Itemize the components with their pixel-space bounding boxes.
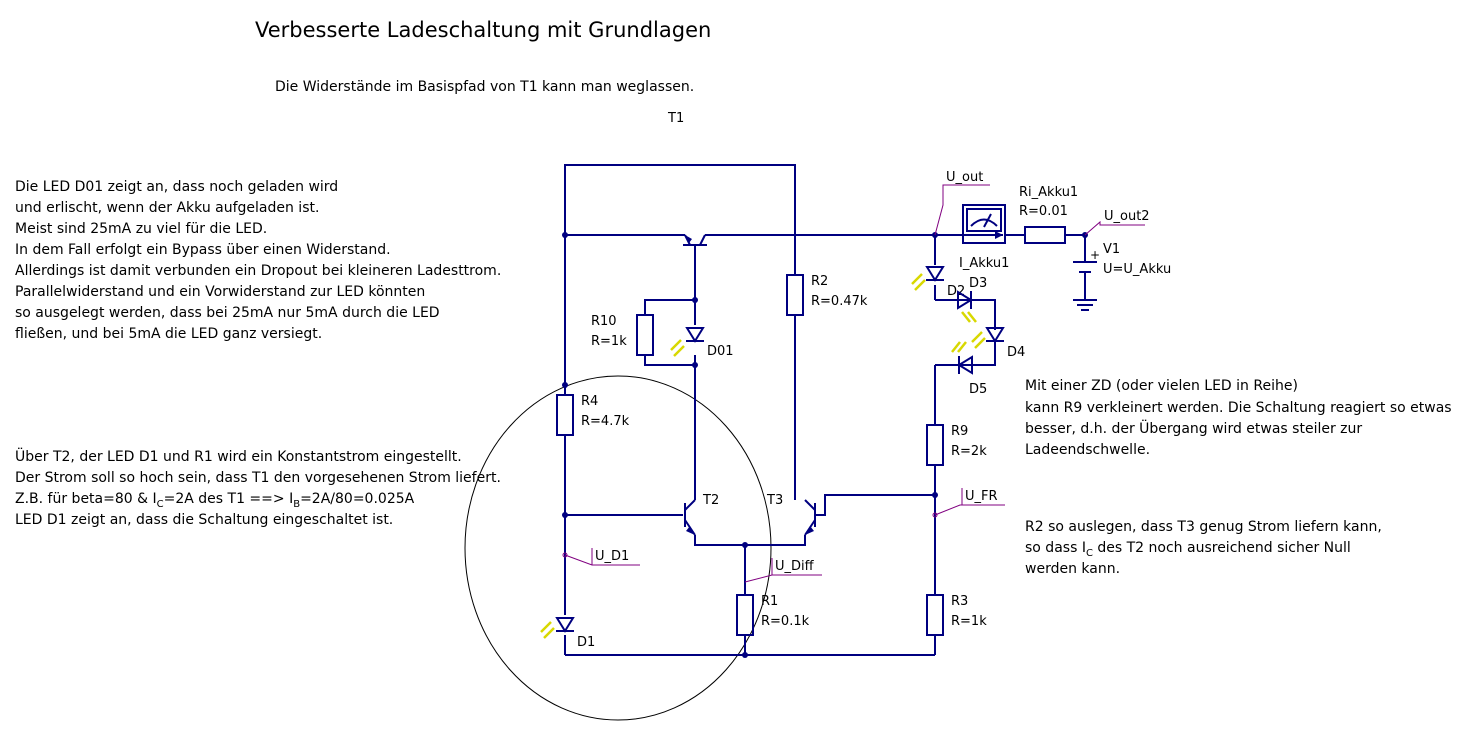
note-r2: R2 so auslegen, dass T3 genug Strom lief…: [1025, 519, 1382, 577]
junctions: [562, 232, 1088, 658]
note-line: Die LED D01 zeigt an, dass noch geladen …: [15, 179, 338, 195]
r10-value: R=1k: [591, 334, 627, 349]
d1-label: D1: [577, 635, 595, 650]
led-d1: D1: [540, 617, 595, 650]
r3-value: R=1k: [951, 614, 987, 629]
note-line: und erlischt, wenn der Akku aufgeladen i…: [15, 200, 319, 216]
note-line: kann R9 verkleinert werden. Die Schaltun…: [1025, 400, 1452, 416]
note-line-formula: so dass IC des T2 noch ausreichend siche…: [1025, 540, 1351, 559]
note-line: fließen, und bei 5mA die LED ganz versie…: [15, 326, 322, 342]
resistor-r3: R3 R=1k: [926, 594, 987, 636]
d5-label: D5: [969, 382, 987, 397]
r2-name: R2: [811, 274, 828, 289]
battery-v1: + V1 U=U_Akku: [1073, 242, 1171, 277]
note-line: Über T2, der LED D1 und R1 wird ein Kons…: [15, 447, 462, 465]
led-d2: D2: [911, 266, 965, 299]
note-line: Parallelwiderstand und ein Vorwiderstand…: [15, 284, 425, 300]
page-title: Verbesserte Ladeschaltung mit Grundlagen: [255, 18, 711, 42]
transistor-t2: T2: [684, 493, 719, 536]
probe-u-out: U_out: [934, 170, 990, 236]
battery-plus-sign: +: [1090, 248, 1100, 262]
r2-value: R=0.47k: [811, 294, 868, 309]
note-line-formula: Z.B. für beta=80 & IC=2A des T1 ==> IB=2…: [15, 491, 415, 510]
note-line: besser, d.h. der Übergang wird etwas ste…: [1025, 419, 1362, 437]
t2-label: T2: [702, 493, 719, 508]
probe-u-d1: U_D1: [562, 548, 640, 566]
led-d01: D01: [670, 327, 734, 359]
wires: [564, 164, 1086, 656]
note-line: Allerdings ist damit verbunden ein Dropo…: [15, 263, 501, 279]
r9-value: R=2k: [951, 444, 987, 459]
probe-u-fr: U_FR: [932, 488, 1005, 518]
r4-name: R4: [581, 394, 598, 409]
r10-name: R10: [591, 314, 617, 329]
note-line: LED D1 zeigt an, dass die Schaltung eing…: [15, 512, 393, 528]
r1-value: R=0.1k: [761, 614, 810, 629]
d2-label: D2: [947, 284, 965, 299]
note-line: Der Strom soll so hoch sein, dass T1 den…: [15, 470, 501, 486]
led-d5: D5: [951, 341, 987, 397]
resistor-ri-akku1: Ri_Akku1 R=0.01: [1019, 185, 1078, 244]
probe-u-out2: U_out2: [1084, 209, 1150, 236]
t3-label: T3: [766, 493, 783, 508]
highlight-circle: [464, 375, 772, 721]
d01-label: D01: [707, 344, 734, 359]
transistor-t3: T3: [766, 493, 816, 536]
u-d1-label: U_D1: [595, 549, 629, 564]
subtitle-note: Die Widerstände im Basispfad von T1 kann…: [275, 79, 694, 95]
probe-u-diff: U_Diff: [744, 558, 822, 583]
note-line: werden kann.: [1025, 561, 1120, 577]
note-line: R2 so auslegen, dass T3 genug Strom lief…: [1025, 519, 1382, 535]
u-diff-label: U_Diff: [775, 559, 815, 574]
ammeter-label: I_Akku1: [959, 256, 1009, 271]
note-line: Meist sind 25mA zu viel für die LED.: [15, 221, 267, 237]
d3-label: D3: [969, 276, 987, 291]
d4-label: D4: [1007, 345, 1025, 360]
transistor-t1: T1: [667, 111, 707, 246]
resistor-r9: R9 R=2k: [926, 424, 987, 466]
ammeter-i-akku1: I_Akku1: [959, 204, 1009, 271]
note-line: In dem Fall erfolgt ein Bypass über eine…: [15, 242, 391, 258]
v1-name: V1: [1103, 242, 1120, 257]
v1-value: U=U_Akku: [1103, 262, 1171, 277]
u-fr-label: U_FR: [965, 489, 998, 504]
led-d4: D4: [971, 327, 1025, 360]
r3-name: R3: [951, 594, 968, 609]
resistor-r10: R10 R=1k: [591, 314, 654, 356]
r1-name: R1: [761, 594, 778, 609]
led-d3: D3: [935, 276, 987, 323]
resistor-r2: R2 R=0.47k: [786, 274, 868, 316]
note-constant-current: Über T2, der LED D1 und R1 wird ein Kons…: [15, 447, 501, 528]
t1-label: T1: [667, 111, 684, 126]
ri-akku1-name: Ri_Akku1: [1019, 185, 1078, 200]
r4-value: R=4.7k: [581, 414, 630, 429]
u-out2-label: U_out2: [1104, 209, 1150, 224]
u-out-label: U_out: [946, 170, 983, 185]
resistor-r4: R4 R=4.7k: [556, 394, 630, 436]
note-line: Ladeendschwelle.: [1025, 442, 1150, 458]
note-line: so ausgelegt werden, dass bei 25mA nur 5…: [15, 305, 440, 321]
note-line: Mit einer ZD (oder vielen LED in Reihe): [1025, 378, 1298, 394]
r9-name: R9: [951, 424, 968, 439]
note-led-d01: Die LED D01 zeigt an, dass noch geladen …: [15, 179, 501, 342]
resistor-r1: R1 R=0.1k: [736, 594, 810, 636]
ground-symbol: [1073, 299, 1097, 311]
note-zener: Mit einer ZD (oder vielen LED in Reihe) …: [1025, 378, 1452, 458]
ri-akku1-value: R=0.01: [1019, 204, 1068, 219]
